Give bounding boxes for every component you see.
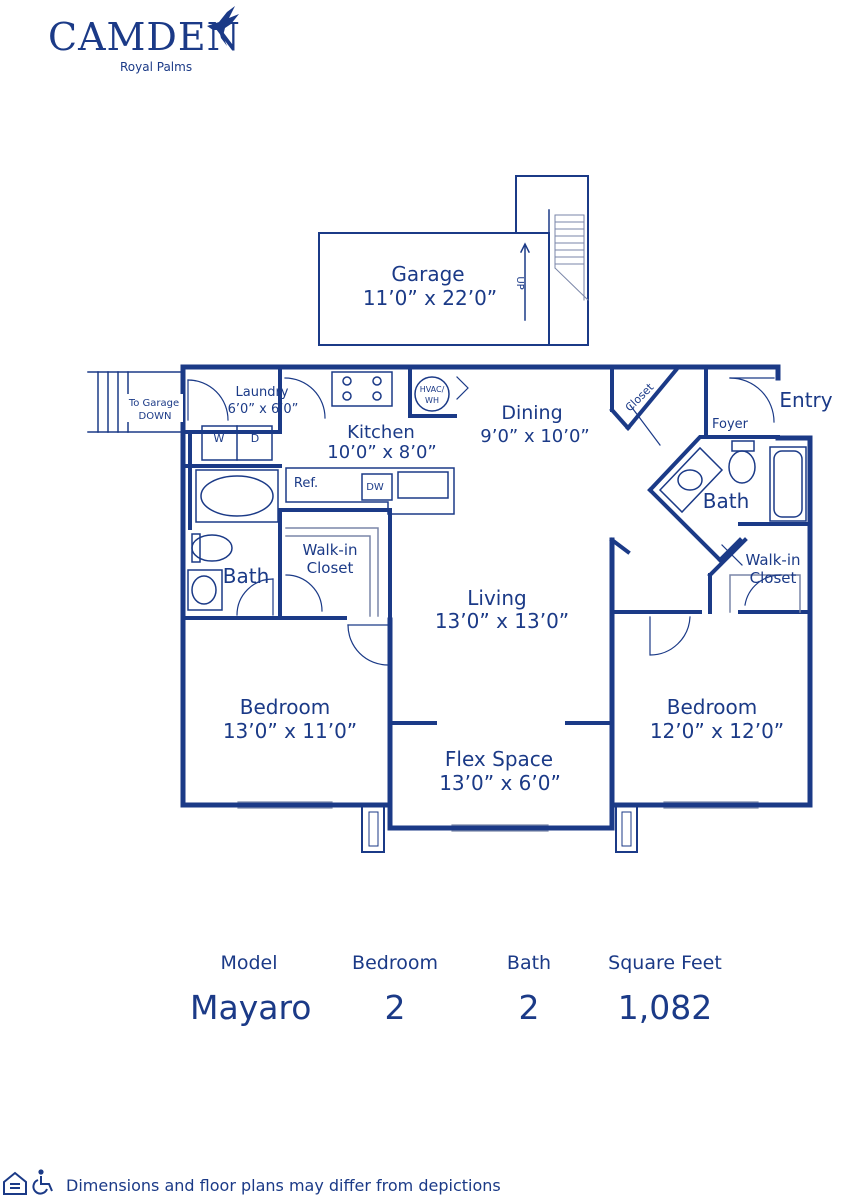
bedroom-left-dims: 13’0” x 11’0”: [223, 719, 357, 743]
footer: Dimensions and floor plans may differ fr…: [0, 1166, 851, 1200]
community-name: Royal Palms: [120, 60, 193, 74]
garage-dims: 11’0” x 22’0”: [363, 286, 497, 310]
kitchen-name: Kitchen: [347, 422, 415, 443]
bedroom-right-dims: 12’0” x 12’0”: [650, 719, 784, 743]
bedroom-right-name: Bedroom: [667, 695, 757, 719]
walkin-right-line1: Walk-in: [745, 551, 800, 569]
garage-stairs: [87, 371, 184, 433]
to-garage-label: To Garage: [128, 398, 179, 409]
sqft-value: 1,082: [617, 988, 713, 1027]
bath-left-label: Bath: [223, 564, 270, 588]
hvac-label: HVAC/: [420, 385, 445, 394]
to-garage-down-label: DOWN: [139, 411, 172, 422]
bath-label: Bath: [506, 952, 552, 974]
walkin-right-line2: Closet: [750, 569, 797, 587]
exterior-walls: [180, 364, 813, 831]
model-label: Model: [220, 952, 278, 974]
fixtures: [187, 371, 807, 617]
sqft-spec: Square Feet 1,082: [603, 952, 727, 1027]
dryer-label: D: [251, 432, 259, 445]
laundry-name: Laundry: [236, 385, 289, 400]
entry-label: Entry: [779, 388, 832, 412]
garage-name: Garage: [391, 262, 464, 286]
living-name: Living: [467, 586, 526, 610]
living-dims: 13’0” x 13’0”: [435, 609, 569, 633]
disclaimer: Dimensions and floor plans may differ fr…: [66, 1176, 501, 1195]
brand-name: CAMDEN: [48, 15, 241, 59]
sqft-label: Square Feet: [608, 952, 722, 974]
foyer-label: Foyer: [712, 417, 749, 432]
bath-right-label: Bath: [703, 489, 750, 513]
ref-label: Ref.: [294, 476, 318, 491]
flex-name: Flex Space: [445, 747, 553, 771]
dining-name: Dining: [501, 402, 562, 424]
laundry-dims: 6’0” x 6’0”: [228, 402, 299, 417]
dishwasher-label: DW: [366, 482, 384, 493]
windows: [237, 801, 759, 832]
interior-walls: [181, 367, 812, 725]
model-value: Mayaro: [190, 988, 312, 1027]
bath-spec: Bath 2: [489, 952, 569, 1027]
stair-up-label: UP: [514, 276, 525, 289]
bath-value: 2: [518, 988, 540, 1027]
walkin-left-line1: Walk-in: [302, 541, 357, 559]
bedroom-spec: Bedroom 2: [345, 952, 445, 1027]
garage: [318, 175, 589, 346]
kitchen-dims: 10’0” x 8’0”: [327, 442, 436, 463]
walkin-left-line2: Closet: [307, 559, 354, 577]
dining-dims: 9’0” x 10’0”: [480, 426, 589, 447]
hummingbird-icon: [207, 6, 239, 46]
wheelchair-icon: [32, 1169, 53, 1195]
floor-plan: Garage 11’0” x 22’0” UP To Garage DOWN L…: [87, 175, 833, 853]
bedroom-value: 2: [384, 988, 406, 1027]
bedroom-label: Bedroom: [352, 952, 438, 974]
model-spec: Model Mayaro: [190, 952, 312, 1027]
equal-housing-icon: [3, 1171, 27, 1195]
door-swings: [187, 376, 782, 666]
plan-specs: Model Mayaro Bedroom 2 Bath 2 Square Fee…: [0, 952, 851, 1042]
bedroom-left-name: Bedroom: [240, 695, 330, 719]
washer-label: W: [214, 432, 225, 445]
flex-dims: 13’0” x 6’0”: [439, 771, 561, 795]
balcony-posts: [361, 804, 638, 853]
hvac-wh-label: WH: [425, 396, 439, 405]
